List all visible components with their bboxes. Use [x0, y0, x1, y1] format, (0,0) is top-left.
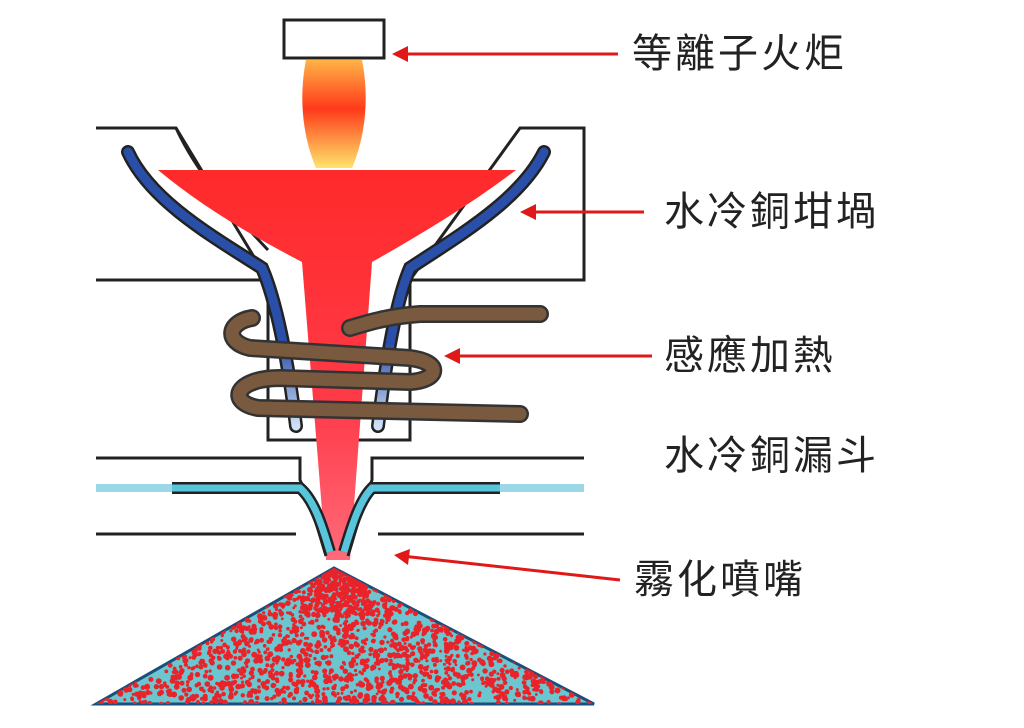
label-plasma-torch: 等離子火炬 — [632, 31, 847, 77]
label-arrows — [392, 46, 652, 582]
plasma-flame — [302, 60, 366, 168]
powder-cone — [90, 566, 595, 706]
label-induction-heating: 感應加熱 — [664, 333, 836, 379]
label-atomizing-nozzle: 霧化噴嘴 — [634, 557, 806, 603]
label-water-cooled-funnel: 水冷銅漏斗 — [664, 433, 879, 479]
plasma-torch-head — [282, 18, 386, 60]
nozzle-coolant-channels — [96, 482, 584, 554]
molten-metal — [158, 170, 516, 560]
label-water-cooled-crucible: 水冷銅坩堝 — [664, 189, 879, 235]
arrow-nozzle — [401, 554, 621, 582]
induction-coil — [223, 305, 549, 423]
